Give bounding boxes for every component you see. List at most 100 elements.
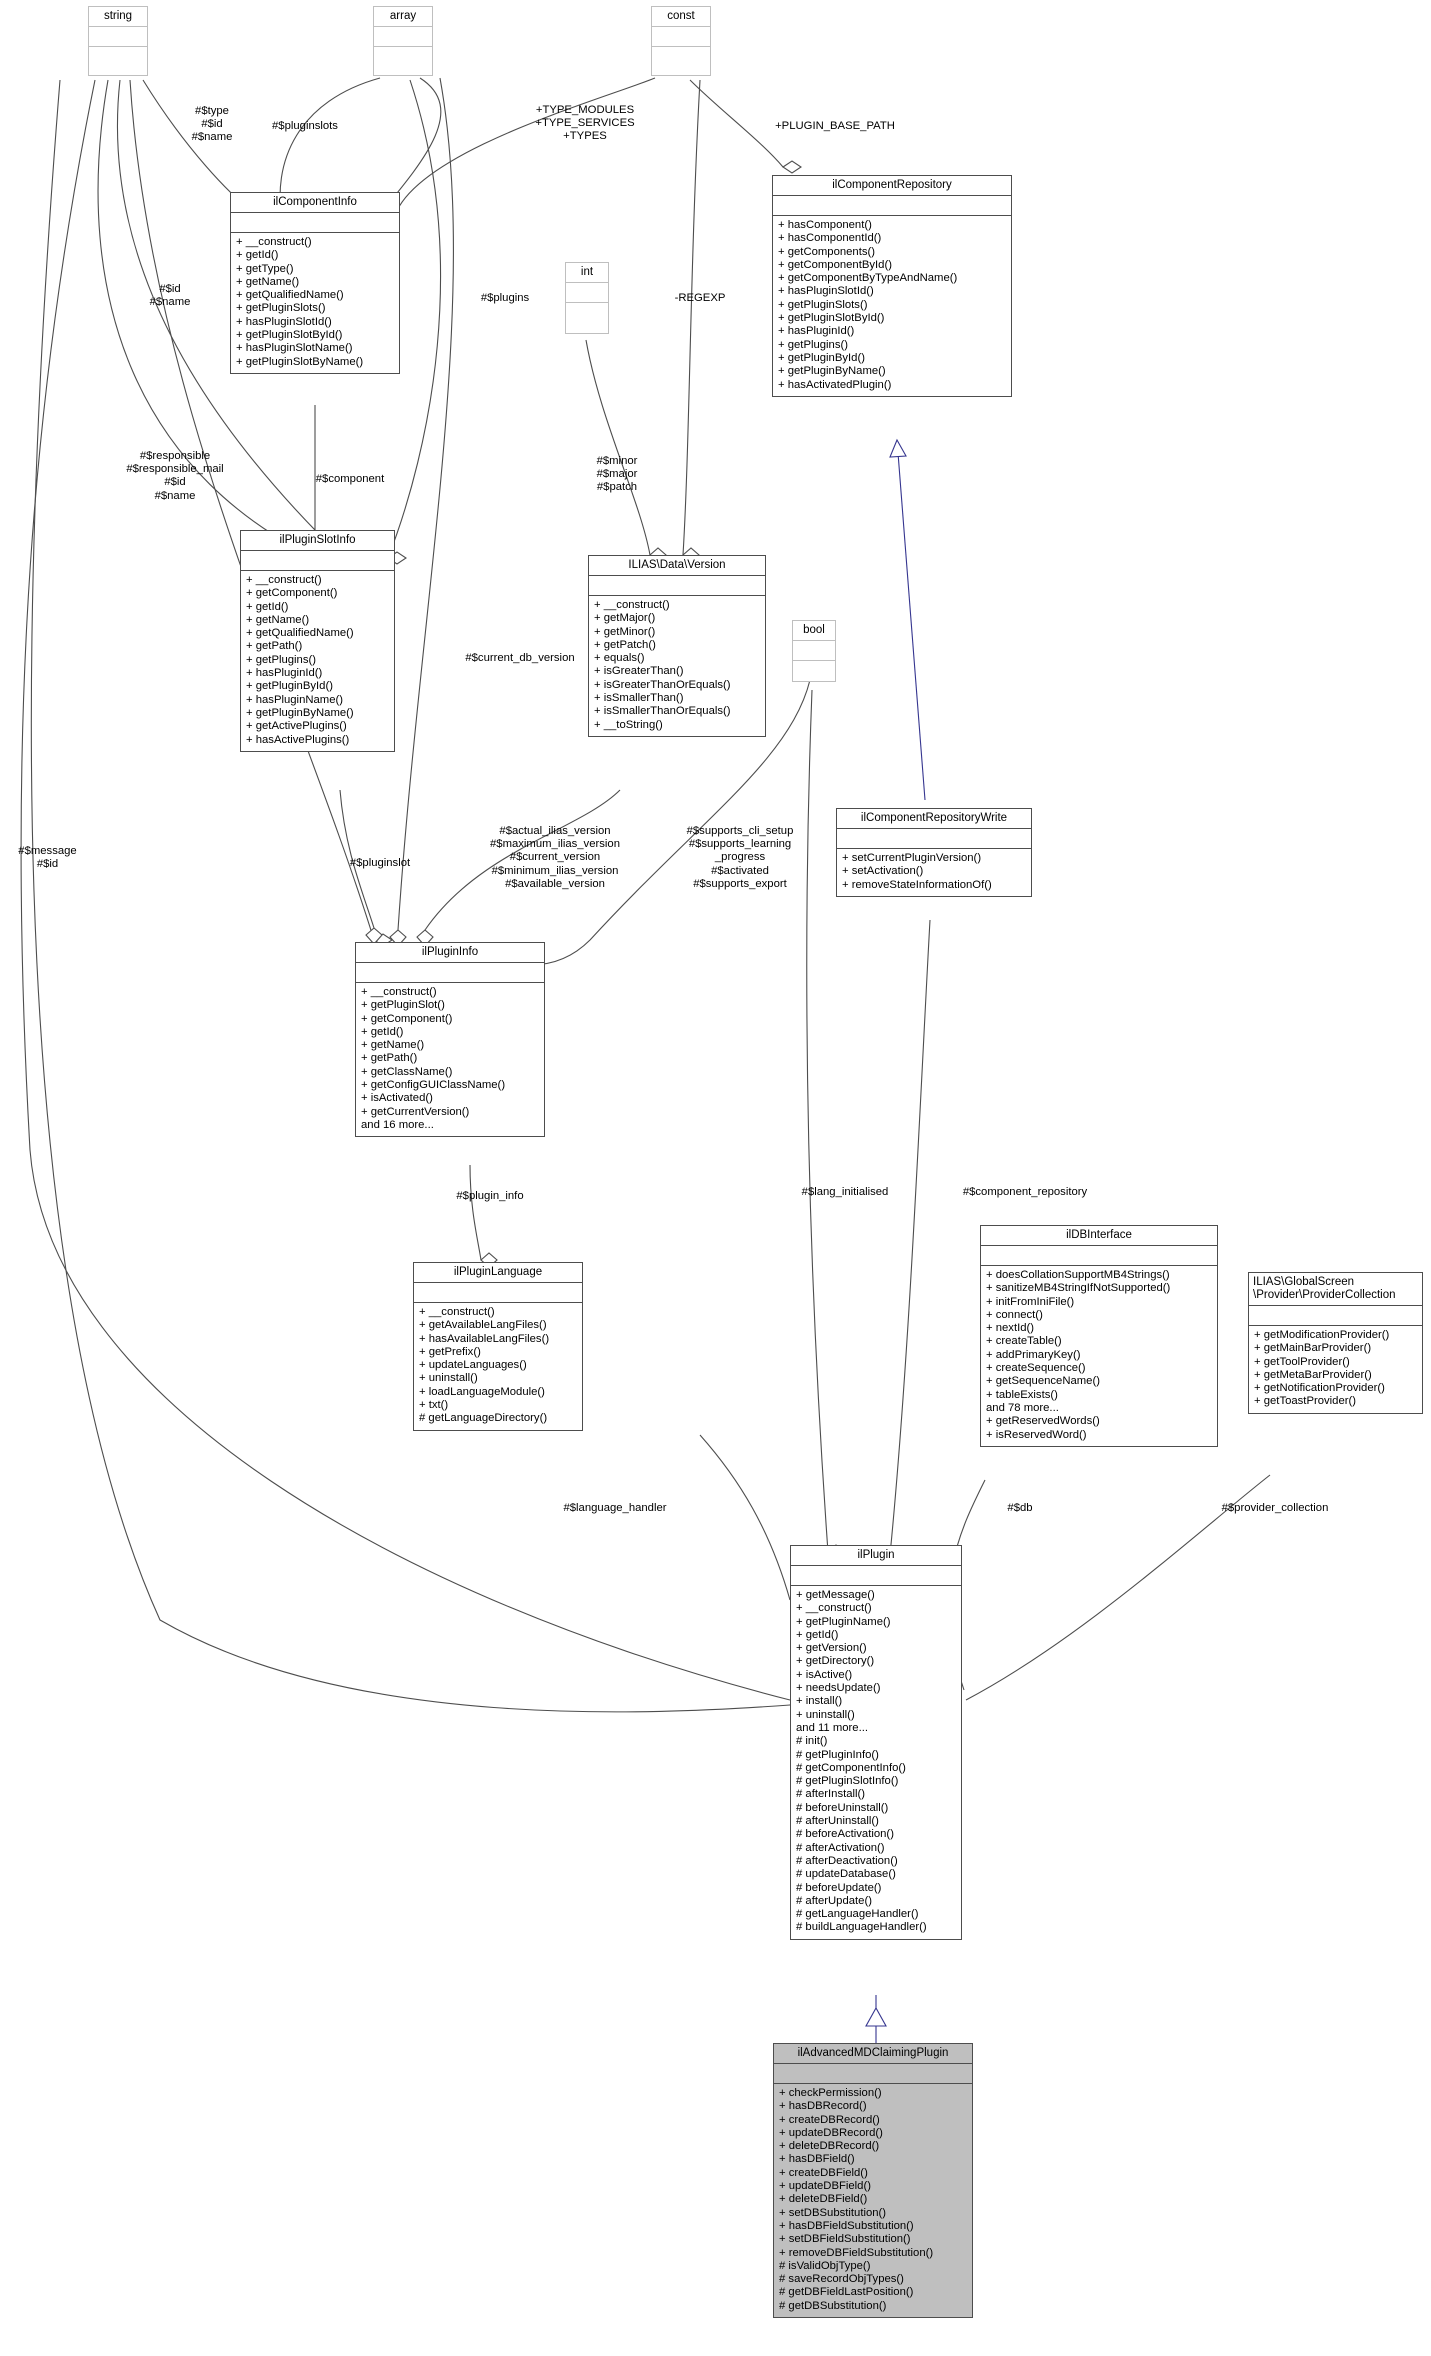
class-operation-row: + __construct() (419, 1306, 495, 1318)
class-operation-row: + setDBFieldSubstitution() (779, 2233, 911, 2246)
class-operation-row: # saveRecordObjTypes() (779, 2273, 904, 2286)
class-node-ilpluginlanguage[interactable]: ilPluginLanguage + __construct()+ getAva… (413, 1262, 583, 1431)
class-operation-row: + getComponent() (246, 587, 338, 600)
class-node-const[interactable]: const (651, 6, 711, 76)
class-node-bool[interactable]: bool (792, 620, 836, 682)
edge-label-plugins: #$plugins (480, 292, 530, 304)
class-operation-row: # beforeUninstall() (796, 1801, 889, 1814)
class-node-ilcomponentrepository[interactable]: ilComponentRepository + hasComponent()+ … (772, 175, 1012, 397)
class-operations-ilcomponentinfo: + __construct()+ getId()+ getType()+ get… (231, 233, 399, 373)
class-attributes-ilcomponentinfo (231, 213, 399, 233)
class-title-iladvancedmdclaimingplugin: ilAdvancedMDClaimingPlugin (774, 2044, 972, 2064)
class-attributes-array (374, 27, 432, 47)
class-operation-row: + getPatch() (594, 638, 656, 651)
class-operation-row: # isValidObjType() (779, 2259, 871, 2272)
class-operation-row: + getNotificationProvider() (1254, 1382, 1385, 1395)
class-operation-row: + setActivation() (842, 865, 924, 878)
class-operation-row: + removeStateInformationOf() (842, 878, 992, 891)
class-operation-row: + uninstall() (419, 1372, 478, 1385)
class-operation-row: + getMajor() (594, 612, 656, 625)
class-operation-row: + getPluginSlotByName() (236, 355, 364, 368)
class-node-ilcomponentrepositorywrite[interactable]: ilComponentRepositoryWrite + setCurrentP… (836, 808, 1032, 897)
class-operations-bool (793, 661, 835, 684)
class-attributes-ilias-data-version (589, 576, 765, 596)
class-title-ilias-data-version: ILIAS\Data\Version (589, 556, 765, 576)
class-operation-row: + getToastProvider() (1254, 1395, 1357, 1408)
class-operation-row: and 78 more... (986, 1401, 1059, 1414)
class-operations-ildbinterface: + doesCollationSupportMB4Strings()+ sani… (981, 1266, 1217, 1446)
class-attributes-ilcomponentrepositorywrite (837, 829, 1031, 849)
class-operation-row: + getPlugins() (778, 338, 849, 351)
class-node-providercollection[interactable]: ILIAS\GlobalScreen \Provider\ProviderCol… (1248, 1272, 1423, 1414)
class-operation-row: + doesCollationSupportMB4Strings() (986, 1269, 1170, 1281)
class-node-ilplugininfo[interactable]: ilPluginInfo + __construct()+ getPluginS… (355, 942, 545, 1138)
edge-label-component: #$component (315, 473, 385, 485)
class-operation-row: # getDBFieldLastPosition() (779, 2286, 914, 2299)
class-operation-row: + getType() (236, 262, 294, 275)
class-operation-row: + getClassName() (361, 1065, 453, 1078)
class-node-string[interactable]: string (88, 6, 148, 76)
class-node-array[interactable]: array (373, 6, 433, 76)
class-operation-row: + sanitizeMB4StringIfNotSupported() (986, 1282, 1171, 1295)
class-attributes-const (652, 27, 710, 47)
class-attributes-iladvancedmdclaimingplugin (774, 2064, 972, 2084)
class-node-iladvancedmdclaimingplugin[interactable]: ilAdvancedMDClaimingPlugin + checkPermis… (773, 2043, 973, 2319)
class-operation-row: + uninstall() (796, 1708, 855, 1721)
class-title-ilpluginlanguage: ilPluginLanguage (414, 1263, 582, 1283)
class-attributes-ilpluginslotinfo (241, 551, 394, 571)
class-operation-row: + getPrefix() (419, 1345, 481, 1358)
class-operation-row: + hasActivePlugins() (246, 733, 350, 746)
class-operation-row: + getId() (236, 249, 279, 262)
class-operation-row: + hasComponentId() (778, 232, 882, 245)
edge-label-lang-initialised: #$lang_initialised (801, 1186, 889, 1198)
class-attributes-int (566, 283, 608, 303)
class-node-ilias-data-version[interactable]: ILIAS\Data\Version + __construct()+ getM… (588, 555, 766, 737)
class-operations-string (89, 47, 147, 74)
class-operation-row: + hasComponent() (778, 219, 872, 231)
class-operation-row: + getMetaBarProvider() (1254, 1368, 1372, 1381)
edge-label-component-repository: #$component_repository (962, 1186, 1088, 1198)
class-operation-row: # getPluginSlotInfo() (796, 1775, 899, 1788)
class-operation-row: + hasPluginSlotName() (236, 342, 353, 355)
class-operations-ilcomponentrepository: + hasComponent()+ hasComponentId() + getC… (773, 216, 1011, 396)
class-operation-row: + nextId() (986, 1322, 1035, 1335)
class-operation-row: + getComponentByTypeAndName() (778, 272, 958, 285)
class-node-ilplugin[interactable]: ilPlugin + getMessage()+ __construct()+ … (790, 1545, 962, 1940)
class-operation-row: # afterUninstall() (796, 1815, 879, 1828)
class-operation-row: + getSequenceName() (986, 1375, 1100, 1388)
class-operation-row: + getPlugins() (246, 653, 317, 666)
class-operation-row: # afterUpdate() (796, 1894, 872, 1907)
class-operation-row: + deleteDBField() (779, 2193, 868, 2206)
class-title-string: string (89, 7, 147, 27)
class-operation-row: + isGreaterThanOrEquals() (594, 678, 731, 691)
edge-label-supports-cli-setup: #$supports_cli_setup #$supports_learning… (686, 825, 794, 890)
class-node-ilpluginslotinfo[interactable]: ilPluginSlotInfo + __construct()+ getCom… (240, 530, 395, 752)
class-operation-row: + getQualifiedName() (236, 289, 344, 302)
class-operation-row: + getPluginSlotById() (236, 329, 343, 342)
class-operation-row: and 11 more... (796, 1721, 869, 1734)
class-operation-row: + getConfigGUIClassName() (361, 1079, 506, 1092)
class-operation-row: + createDBRecord() (779, 2113, 880, 2126)
class-operation-row: + getComponent() (361, 1012, 453, 1025)
class-node-int[interactable]: int (565, 262, 609, 334)
class-operation-row: + initFromIniFile() (986, 1295, 1075, 1308)
class-operation-row: + loadLanguageModule() (419, 1385, 545, 1398)
class-operation-row: + isActivated() (361, 1092, 433, 1105)
class-operation-row: # afterActivation() (796, 1841, 885, 1854)
class-operation-row: + getModificationProvider() (1254, 1329, 1390, 1341)
class-attributes-ilplugin (791, 1566, 961, 1586)
class-operation-row: + tableExists() (986, 1388, 1058, 1401)
class-operation-row: + getName() (246, 613, 310, 626)
class-node-ilcomponentinfo[interactable]: ilComponentInfo + __construct()+ getId()… (230, 192, 400, 374)
class-attributes-bool (793, 641, 835, 661)
edge-label-responsible: #$responsible #$responsible_mail #$id #$… (126, 450, 224, 502)
class-operation-row: + isGreaterThan() (594, 665, 684, 678)
class-node-ildbinterface[interactable]: ilDBInterface + doesCollationSupportMB4S… (980, 1225, 1218, 1447)
class-operation-row: + getPluginName() (796, 1615, 891, 1628)
class-operation-row: + updateDBField() (779, 2180, 871, 2193)
class-operation-row: + updateDBRecord() (779, 2126, 883, 2139)
class-operation-row: # buildLanguageHandler() (796, 1921, 927, 1934)
class-operation-row: + getPath() (361, 1052, 418, 1065)
class-operation-row: + createTable() (986, 1335, 1062, 1348)
class-operation-row: + getId() (246, 600, 289, 613)
